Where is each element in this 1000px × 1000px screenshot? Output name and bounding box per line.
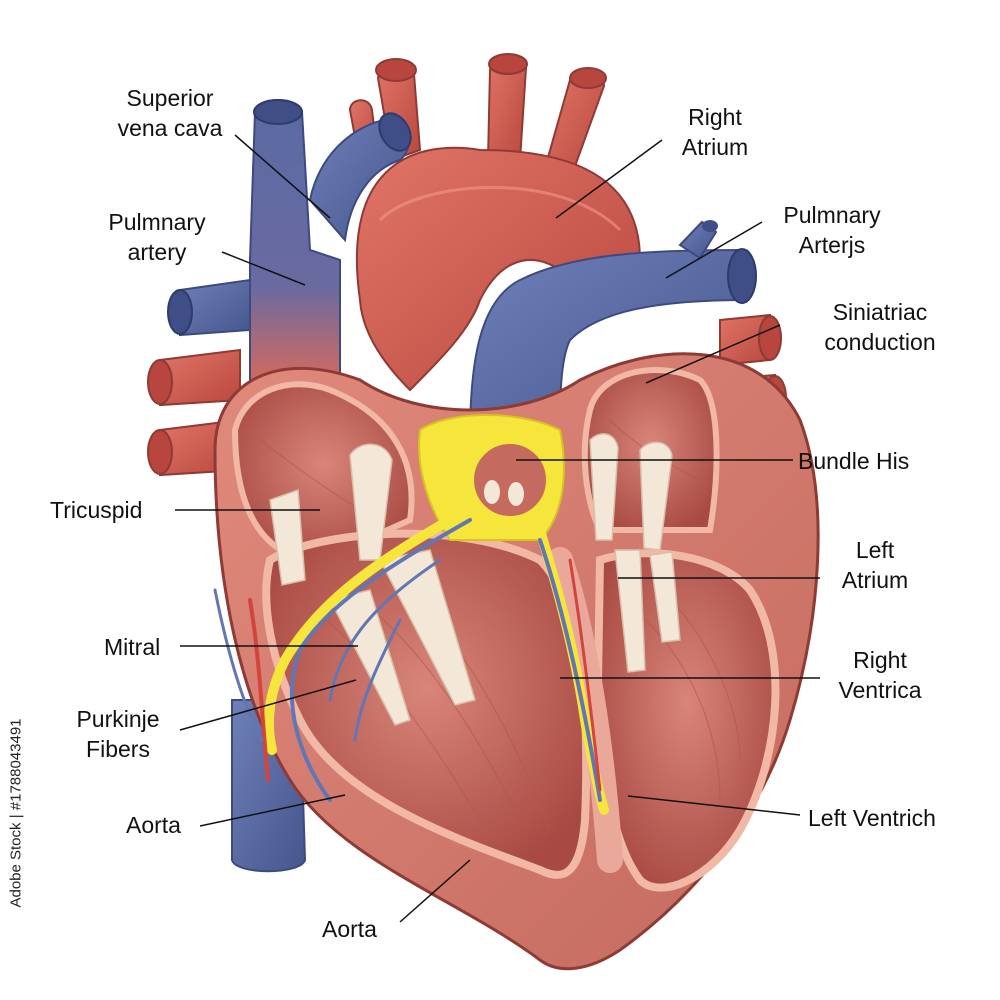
label-right-atrium: Right Atrium xyxy=(681,104,749,160)
leader-pulmnary-artery xyxy=(221,251,306,286)
label-bundle-his: Bundle His xyxy=(798,448,910,474)
label-pulmnary-arterjs: Pulmnary Arterjs xyxy=(783,202,881,258)
label-siniatriac-conduction: Siniatriac conduction xyxy=(824,299,936,355)
label-right-ventrica: Right Ventrica xyxy=(838,647,922,703)
leader-lines xyxy=(175,134,820,923)
label-left-ventrich: Left Ventrich xyxy=(808,805,936,831)
stock-id-text: Adobe Stock | #1788043491 xyxy=(7,718,25,908)
superior-vena-cava xyxy=(249,99,412,441)
leader-aorta-bottom xyxy=(399,859,471,923)
label-mitral: Mitral xyxy=(104,634,161,660)
leader-left-ventrich xyxy=(627,795,801,816)
purkinje-fibers xyxy=(213,518,602,802)
leader-right-atrium xyxy=(555,139,663,219)
leader-aorta-left xyxy=(199,794,346,827)
leader-superior-vena-cava xyxy=(234,134,331,219)
leader-purkinje-fibers xyxy=(179,679,357,731)
label-aorta-bottom: Aorta xyxy=(322,916,377,942)
label-left-atrium: Left Atrium xyxy=(841,537,909,593)
label-tricuspid: Tricuspid xyxy=(50,497,143,523)
label-aorta-left: Aorta xyxy=(126,812,181,838)
pulmonary-trunk xyxy=(468,220,757,441)
label-pulmnary-artery: Pulmnary artery xyxy=(108,209,206,265)
leader-pulmnary-arterjs xyxy=(665,221,763,279)
leader-siniatriac-conduction xyxy=(645,324,781,384)
label-purkinje-fibers: Purkinje Fibers xyxy=(76,706,160,762)
stock-id-watermark: Adobe Stock | #1788043491 xyxy=(6,718,26,907)
label-superior-vena-cava: Superior vena cava xyxy=(117,85,223,141)
